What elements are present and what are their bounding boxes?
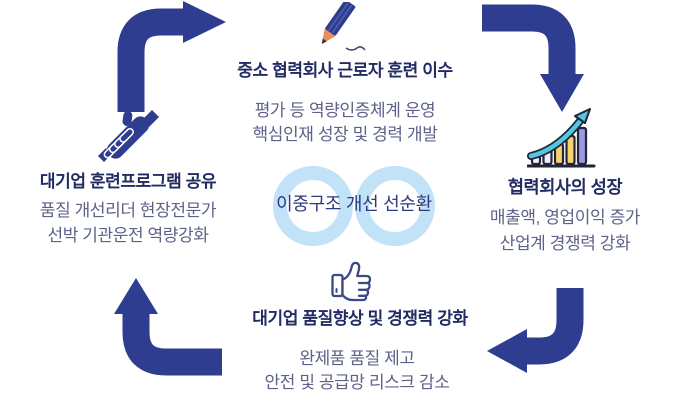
left-node-title: 대기업 훈련프로그램 공유 — [39, 172, 217, 191]
cycle-arrow-left-to-top — [117, 1, 226, 112]
right-node-title: 협력회사의 성장 — [507, 177, 623, 197]
top-node-line-1: 평가 등 역량인증체계 운영 — [254, 101, 436, 120]
thumbs-up-icon — [331, 261, 372, 302]
top-node-title: 중소 협력회사 근로자 훈련 이수 — [237, 61, 453, 80]
bottom-node-line-1: 완제품 품질 제고 — [299, 349, 415, 368]
left-node-line-1: 품질 개선리더 현장전문가 — [39, 201, 217, 220]
bottom-node-description: 완제품 품질 제고 안전 및 공급망 리스크 감소 — [207, 347, 507, 395]
left-node-line-2: 선박 기관운전 역량강화 — [47, 226, 209, 245]
right-node-description: 매출액, 영업이익 증가 산업계 경쟁력 강화 — [460, 205, 670, 257]
growth-chart-icon — [527, 108, 596, 168]
right-node-line-2: 산업계 경쟁력 강화 — [499, 234, 631, 253]
cycle-arrow-bottom-to-left — [114, 278, 222, 376]
handshake-icon — [98, 110, 159, 162]
top-node-description: 평가 등 역량인증체계 운영 핵심인재 성장 및 경력 개발 — [195, 99, 495, 147]
left-node-description: 품질 개선리더 현장전문가 선박 기관운전 역량강화 — [23, 198, 233, 248]
bottom-node-title: 대기업 품질향상 및 경쟁력 강화 — [252, 309, 468, 328]
bottom-node-line-2: 안전 및 공급망 리스크 감소 — [264, 373, 450, 392]
cycle-arrow-top-to-right — [482, 4, 584, 112]
cycle-arrow-right-to-bottom — [487, 288, 584, 373]
pencil-icon — [321, 2, 366, 51]
right-node-line-1: 매출액, 영업이익 증가 — [489, 208, 641, 227]
infinity-icon — [273, 166, 435, 246]
top-node-line-2: 핵심인재 성장 및 경력 개발 — [252, 125, 438, 144]
center-label: 이중구조 개선 선순환 — [276, 194, 432, 214]
